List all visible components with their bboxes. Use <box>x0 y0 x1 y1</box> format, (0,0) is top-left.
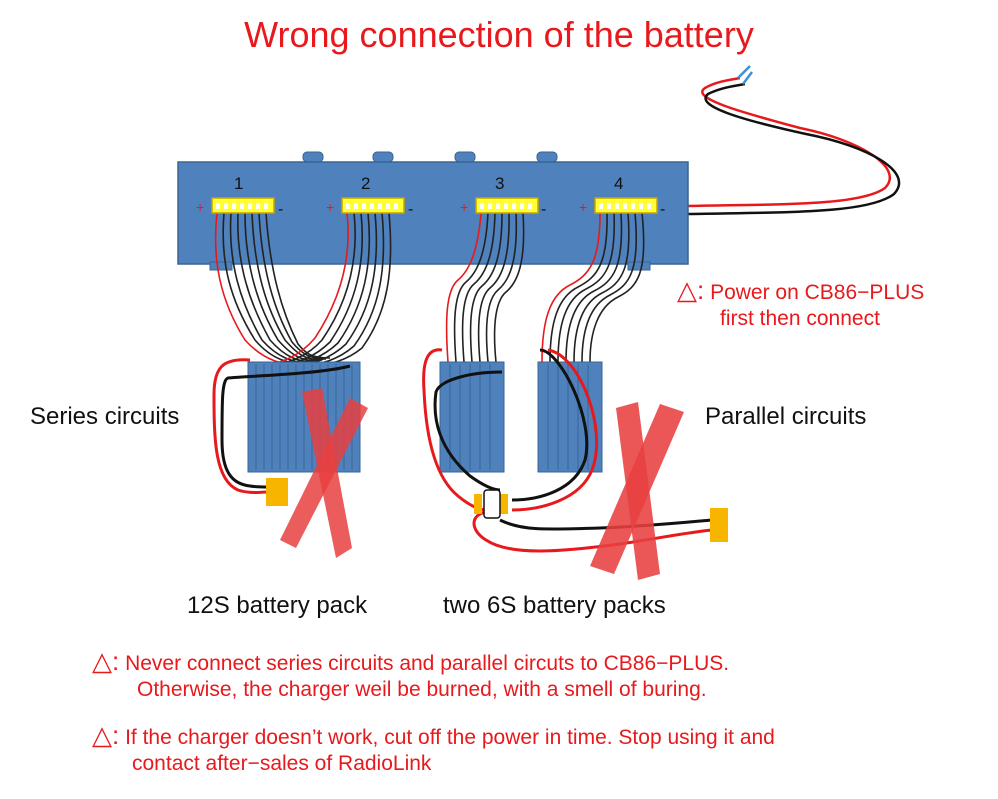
svg-text:+: + <box>460 199 468 215</box>
port-number: 1 <box>234 174 243 193</box>
label-series: Series circuits <box>30 403 180 430</box>
svg-text:+: + <box>326 199 334 215</box>
page-title: Wrong connection of the battery <box>244 14 754 55</box>
warning-icon: △: <box>92 720 120 750</box>
cross-mark-parallel <box>590 402 684 580</box>
svg-text:-: - <box>408 201 413 218</box>
power-note-line2: first then connect <box>720 307 880 330</box>
warning-note-1-line1: Never connect series circuits and parall… <box>125 652 730 675</box>
power-note-line1: Power on CB86−PLUS <box>710 281 925 304</box>
main-leads <box>212 348 713 553</box>
svg-text:+: + <box>579 199 587 215</box>
port-number: 3 <box>495 174 504 193</box>
port-number: 4 <box>614 174 623 193</box>
power-note: △: Power on CB86−PLUS first then connect <box>677 277 924 332</box>
power-cable <box>687 65 901 216</box>
polarity-marks: + - + - + - + - <box>196 199 665 218</box>
svg-text:-: - <box>541 201 546 218</box>
label-parallel: Parallel circuits <box>705 403 867 430</box>
svg-text:-: - <box>278 201 283 218</box>
port-number: 2 <box>361 174 370 193</box>
balance-connectors <box>211 197 658 214</box>
warning-note-2: △: If the charger doesn’t work, cut off … <box>92 722 775 777</box>
label-12s-pack: 12S battery pack <box>187 592 368 619</box>
xt-plugs <box>266 478 728 542</box>
warning-note-2-line1: If the charger doesn’t work, cut off the… <box>125 726 775 749</box>
warning-icon: △: <box>677 275 705 305</box>
label-6s-packs: two 6S battery packs <box>443 592 666 619</box>
warning-note-1-line2: Otherwise, the charger weil be burned, w… <box>137 678 707 701</box>
svg-text:-: - <box>660 201 665 218</box>
warning-note-2-line2: contact after−sales of RadioLink <box>132 752 432 775</box>
cross-mark-series <box>280 388 368 558</box>
warning-note-1: △: Never connect series circuits and par… <box>92 648 729 703</box>
svg-text:+: + <box>196 199 204 215</box>
warning-icon: △: <box>92 646 120 676</box>
